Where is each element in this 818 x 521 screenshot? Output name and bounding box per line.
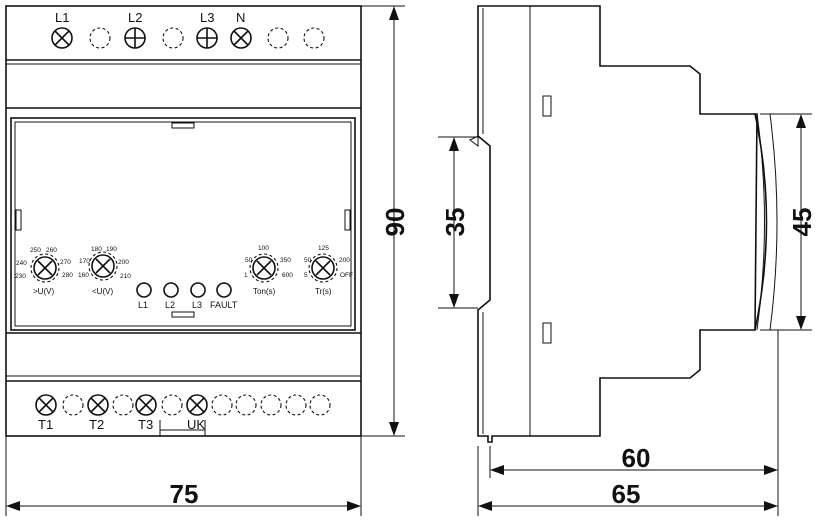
- svg-text:190: 190: [106, 246, 117, 253]
- side-slot-bottom: [542, 322, 552, 344]
- led-label-l1: L1: [138, 300, 148, 310]
- svg-text:210: 210: [120, 273, 131, 280]
- svg-text:200: 200: [118, 259, 129, 266]
- terminal-screw-l3: [196, 27, 218, 49]
- svg-text:50: 50: [304, 257, 312, 264]
- top-terminal-strip: L1 L2 L3 N: [51, 10, 325, 49]
- led-indicators: L1 L2 L3 FAULT: [136, 282, 238, 310]
- svg-text:170: 170: [79, 258, 90, 265]
- svg-text:280: 280: [62, 272, 73, 279]
- terminal-label-uk: UK: [187, 417, 205, 432]
- terminal-label-t3: T3: [138, 417, 153, 432]
- svg-text:OFF: OFF: [340, 272, 353, 279]
- side-outline: [477, 5, 758, 443]
- terminal-screw-n: [230, 27, 252, 49]
- svg-text:230: 230: [15, 273, 26, 280]
- front-panel: [10, 117, 356, 331]
- dimension-value-depth-total: 65: [612, 479, 641, 509]
- svg-text:260: 260: [46, 247, 57, 254]
- dimension-width: 75: [5, 436, 362, 516]
- svg-text:50: 50: [245, 257, 253, 264]
- svg-text:600: 600: [282, 272, 293, 279]
- dimension-value-front-height: 45: [787, 208, 817, 237]
- terminal-screw-l1: [51, 27, 73, 49]
- svg-text:180: 180: [91, 246, 102, 253]
- led-label-fault: FAULT: [210, 300, 238, 310]
- terminal-screw-l2: [124, 27, 146, 49]
- dimension-depth-rail: 60: [489, 330, 779, 516]
- svg-text:125: 125: [318, 245, 329, 252]
- knob-ton[interactable]: 50 100 350 600 1 Ton(s): [244, 245, 293, 296]
- terminal-empty: [303, 27, 325, 49]
- terminal-label-t2: T2: [89, 417, 104, 432]
- dimension-height: 90: [361, 5, 410, 437]
- led-l1: [136, 282, 152, 298]
- knob-label: Tr(s): [315, 287, 332, 296]
- svg-text:270: 270: [60, 259, 71, 266]
- terminal-label-l1: L1: [55, 10, 69, 25]
- housing-outline: [5, 5, 362, 437]
- terminal-label-l2: L2: [128, 10, 142, 25]
- terminal-screw-t3: [135, 394, 157, 416]
- front-view: [5, 5, 362, 437]
- terminal-label-t1: T1: [38, 417, 53, 432]
- led-fault: [216, 282, 232, 298]
- knob-overvoltage[interactable]: 240 250 260 270 280 230 >U(V): [15, 247, 73, 296]
- dimension-depth-total: 65: [477, 446, 778, 516]
- led-label-l3: L3: [192, 300, 202, 310]
- side-slot-top: [542, 95, 552, 117]
- terminal-screw-t1: [35, 394, 57, 416]
- knob-label: <U(V): [92, 287, 113, 296]
- svg-text:240: 240: [16, 260, 27, 267]
- side-view: [469, 5, 778, 443]
- knob-label: Ton(s): [253, 287, 276, 296]
- svg-text:160: 160: [78, 272, 89, 279]
- svg-text:100: 100: [258, 245, 269, 252]
- svg-text:200: 200: [339, 257, 350, 264]
- dimension-front-height: 45: [770, 113, 817, 331]
- terminal-empty: [162, 27, 184, 49]
- terminal-empty: [267, 27, 289, 49]
- terminal-label-l3: L3: [200, 10, 214, 25]
- led-l2: [163, 282, 179, 298]
- dimension-value-width: 75: [170, 479, 199, 509]
- knob-undervoltage[interactable]: 170 180 190 200 210 160 <U(V): [78, 246, 131, 296]
- dimension-value-rail: 35: [440, 208, 470, 237]
- terminal-screw-t2: [87, 394, 109, 416]
- dimension-rail: 35: [438, 136, 478, 309]
- knob-tr[interactable]: 50 125 200 OFF 5 Tr(s): [304, 245, 353, 296]
- dimension-value-height: 90: [380, 208, 410, 237]
- terminal-empty: [89, 27, 111, 49]
- svg-text:350: 350: [280, 257, 291, 264]
- dimension-value-depth-rail: 60: [622, 443, 651, 473]
- bottom-terminal-strip: T1 T2 T3 UK: [35, 394, 331, 432]
- svg-text:250: 250: [30, 247, 41, 254]
- led-label-l2: L2: [165, 300, 175, 310]
- svg-text:1: 1: [244, 272, 248, 279]
- svg-text:5: 5: [304, 272, 308, 279]
- led-l3: [190, 282, 206, 298]
- terminal-label-n: N: [236, 10, 245, 25]
- knob-label: >U(V): [33, 287, 54, 296]
- terminal-screw-uk: [186, 394, 208, 416]
